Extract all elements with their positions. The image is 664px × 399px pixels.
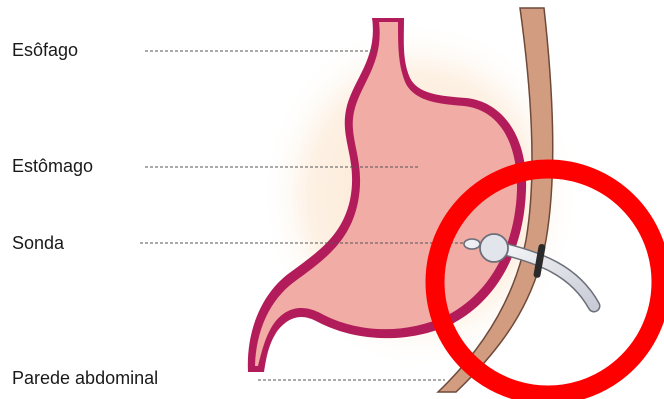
label-estomago: Estômago xyxy=(12,157,93,175)
label-sonda: Sonda xyxy=(12,234,64,252)
label-esofago: Esôfago xyxy=(12,41,78,59)
label-parede-abdominal: Parede abdominal xyxy=(12,369,158,387)
tube-balloon xyxy=(480,234,508,262)
